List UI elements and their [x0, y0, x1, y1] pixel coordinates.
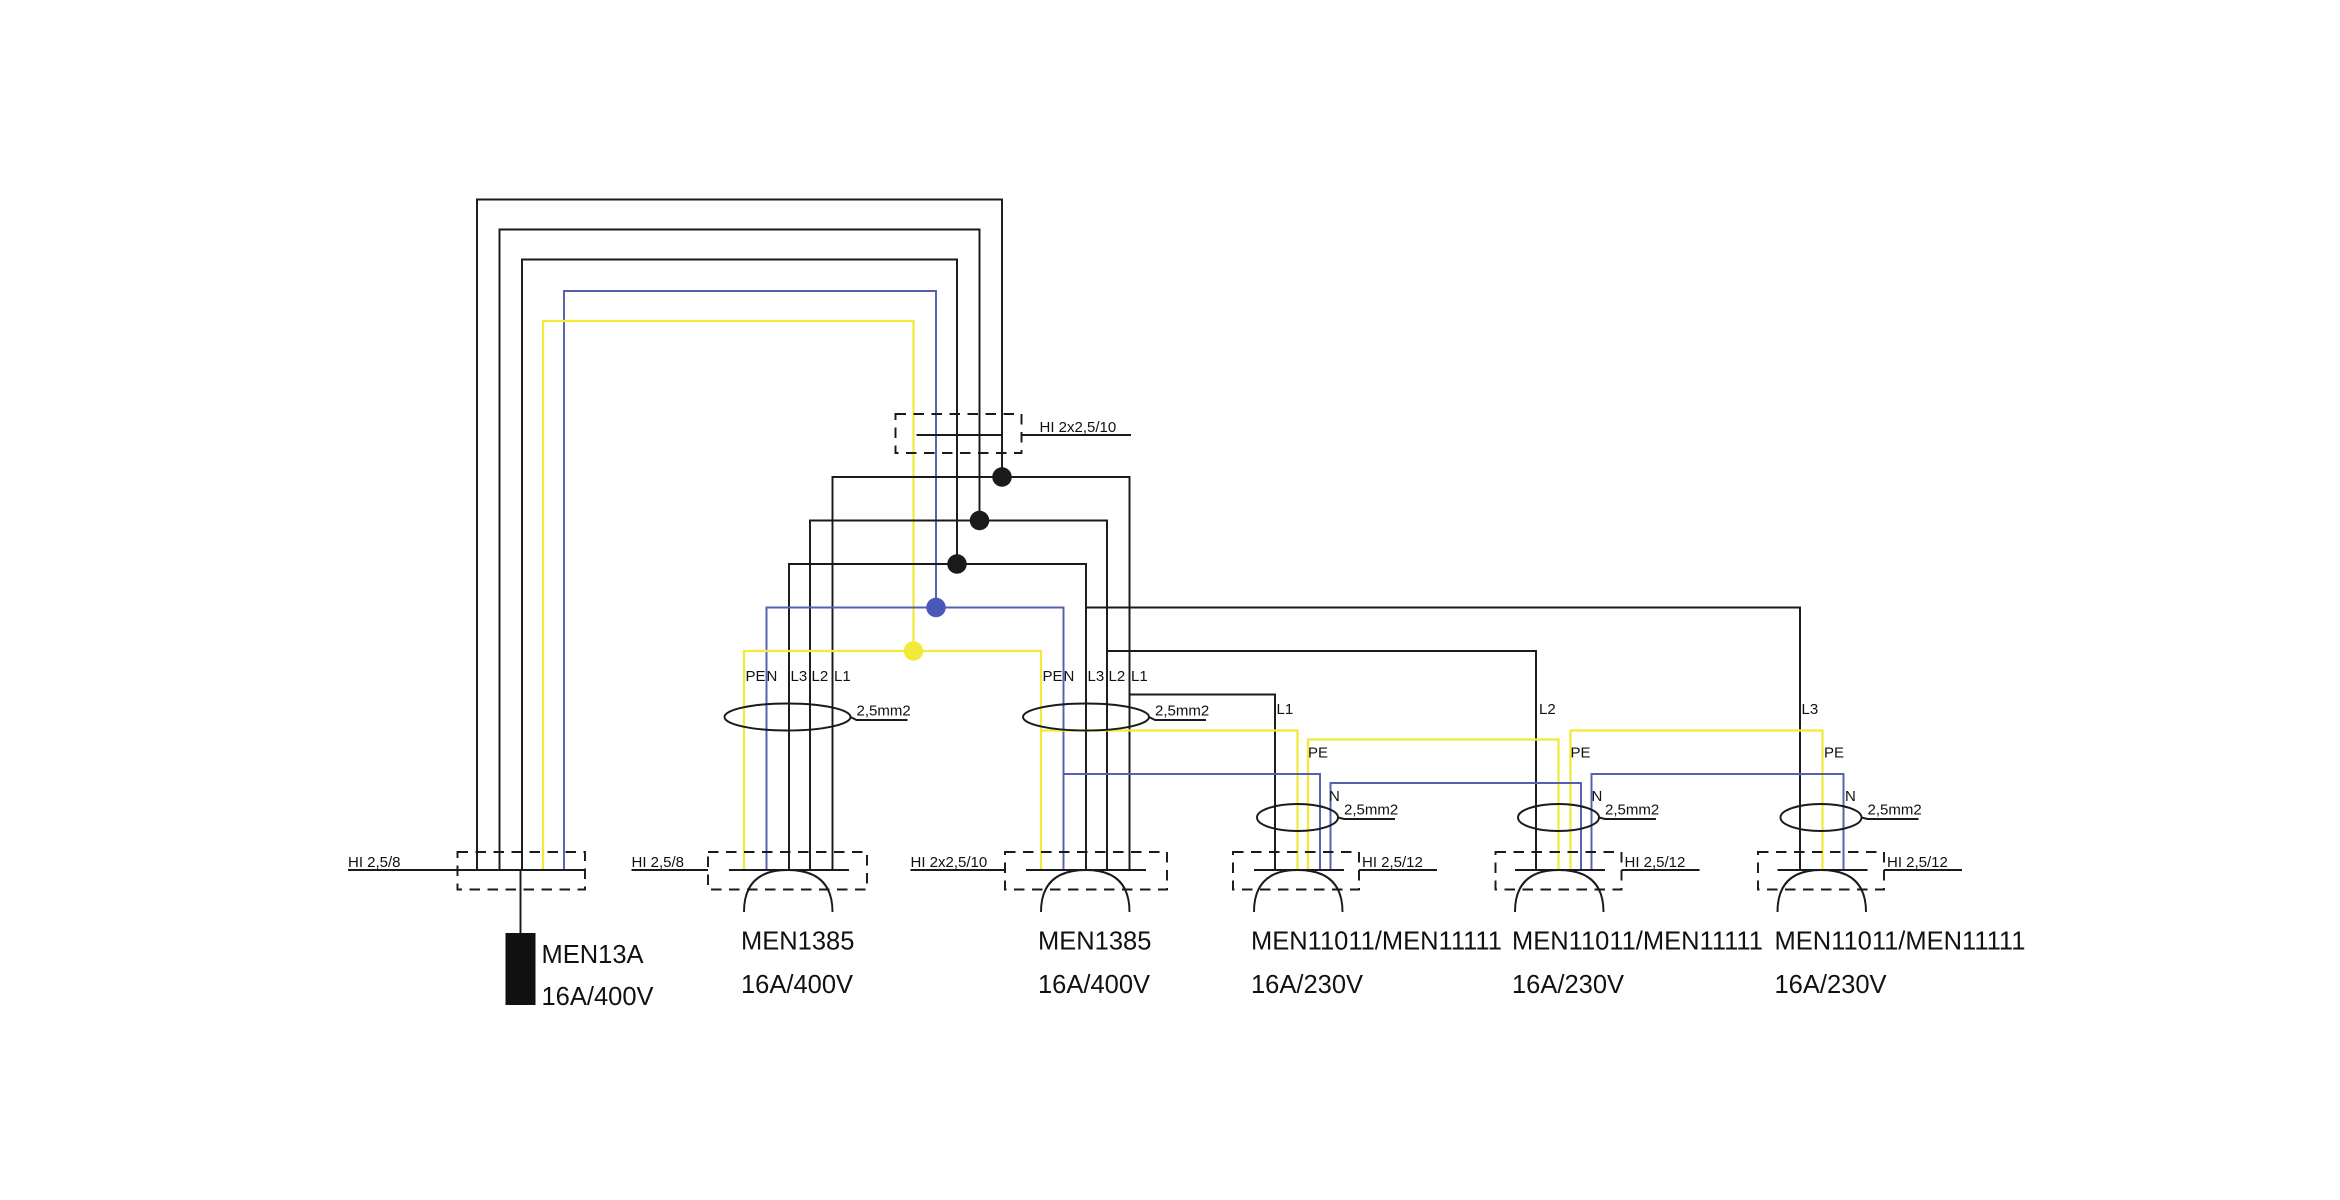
junction-dot-n: [926, 597, 946, 618]
label-n: N: [767, 668, 778, 685]
socket-2: PE N L3 L2 L1 2,5mm2 HI 2x2,5/10 MEN1385…: [910, 668, 1209, 999]
device-model: MEN11011/MEN11111: [1251, 928, 1502, 956]
cross-section-label: 2,5mm2: [857, 703, 911, 720]
label-n: N: [1845, 788, 1856, 805]
socket-4: L2 PE N 2,5mm2 HI 2,5/12 MEN11011/MEN111…: [1494, 701, 1763, 999]
label-n: N: [1064, 668, 1075, 685]
device-model: MEN1385: [741, 928, 854, 956]
label-l2: L2: [1539, 701, 1556, 718]
label-l2: L2: [1109, 668, 1126, 685]
socket-1: PE N L3 L2 L1 2,5mm2 HI 2,5/8 MEN1385 16…: [631, 668, 911, 999]
junction-dot-l2: [969, 510, 990, 531]
cable-label: HI 2,5/12: [1887, 854, 1948, 871]
distribution-bus: [742, 476, 1845, 870]
cross-section-label: 2,5mm2: [1344, 802, 1398, 819]
junction-dot-l1: [992, 467, 1012, 487]
device-rating: 16A/400V: [1038, 971, 1150, 999]
device-model: MEN1385: [1038, 928, 1151, 956]
label-pe: PE: [1824, 745, 1844, 762]
device-model: MEN11011/MEN11111: [1512, 928, 1763, 956]
label-l1: L1: [834, 668, 851, 685]
device-model: MEN11011/MEN11111: [1775, 928, 2026, 956]
socket-3: L1 PE N 2,5mm2 HI 2,5/12 MEN11011/MEN111…: [1232, 701, 1502, 999]
label-pe: PE: [1571, 745, 1591, 762]
cross-section-label: 2,5mm2: [1605, 802, 1659, 819]
label-l3: L3: [791, 668, 808, 685]
junction-box-top: [894, 413, 1023, 454]
device-rating: 16A/400V: [741, 971, 853, 999]
device-men13a-symbol: [505, 933, 536, 1005]
device-rating: 16A/230V: [1775, 971, 1887, 999]
label-l1: L1: [1277, 701, 1294, 718]
cable-label: HI 2,5/8: [632, 854, 685, 871]
label-pe: PE: [1308, 745, 1328, 762]
label-l2: L2: [812, 668, 829, 685]
device-rating: 16A/230V: [1251, 971, 1363, 999]
label-n: N: [1329, 788, 1340, 805]
label-n: N: [1592, 788, 1603, 805]
device-rating: 16A/230V: [1512, 971, 1624, 999]
junction-dot-pe: [903, 641, 924, 661]
socket-5: L3 PE N 2,5mm2 HI 2,5/12 MEN11011/MEN111…: [1757, 701, 2026, 999]
cable-label: HI 2,5/12: [1625, 854, 1686, 871]
junction-dot-l3: [947, 554, 967, 574]
cross-section-label: 2,5mm2: [1155, 703, 1209, 720]
supply-wires: [457, 198, 1003, 933]
label-l3: L3: [1802, 701, 1819, 718]
label-pe: PE: [1043, 668, 1063, 685]
label-l1: L1: [1131, 668, 1148, 685]
device-rating: 16A/400V: [542, 983, 654, 1011]
label-pe: PE: [746, 668, 766, 685]
cable-label: HI 2x2,5/10: [911, 854, 988, 871]
cable-label-top: HI 2x2,5/10: [1040, 419, 1117, 436]
cable-label-left: HI 2,5/8: [348, 854, 401, 871]
cross-section-label: 2,5mm2: [1868, 802, 1922, 819]
label-l3: L3: [1088, 668, 1105, 685]
device-model: MEN13A: [542, 941, 644, 969]
cable-label: HI 2,5/12: [1362, 854, 1423, 871]
